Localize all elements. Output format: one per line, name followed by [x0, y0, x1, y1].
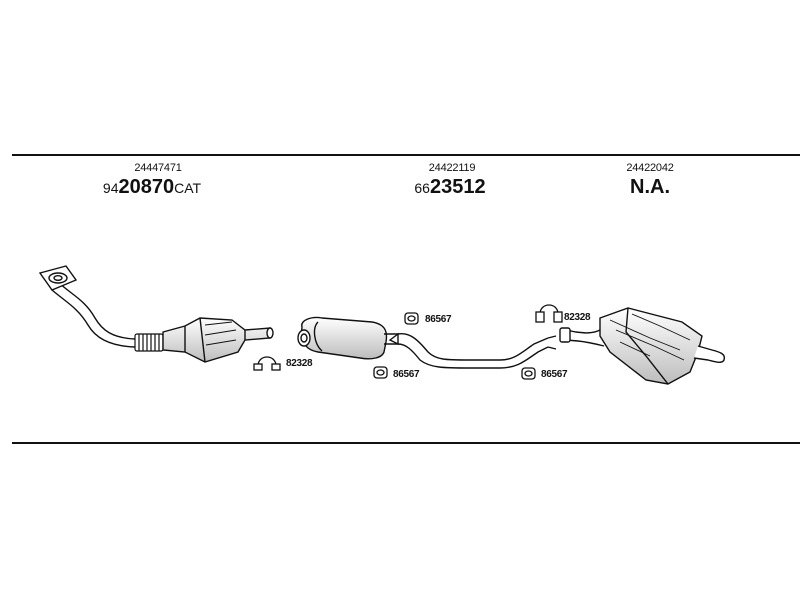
clamp-icon-a: [253, 356, 281, 371]
oe-number-middle-silencer: 24422119: [428, 162, 476, 174]
part-number-suffix: CAT: [174, 180, 202, 196]
intermediate-pipe: [388, 332, 557, 369]
oe-number-rear-silencer: 24422042: [626, 162, 674, 174]
catalytic-converter: [162, 317, 274, 363]
rear-silencer: [559, 307, 726, 385]
gasket-label-a: 86567: [425, 314, 452, 325]
part-number-main: 20870: [118, 176, 175, 198]
part-number-prefix: 66: [414, 180, 430, 196]
part-number-middle-silencer: 6623512: [414, 177, 485, 197]
clamp-icon-b: [535, 304, 563, 323]
part-number-catalytic-converter: 9420870CAT: [103, 177, 201, 197]
part-number-main: 23512: [429, 176, 486, 198]
front-pipe-flange: [38, 265, 78, 291]
oe-number-catalytic-converter: 24447471: [134, 162, 182, 174]
clamp-label-a: 82328: [286, 358, 313, 369]
gasket-label-c: 86567: [541, 369, 568, 380]
top-divider: [12, 154, 800, 156]
middle-silencer: [297, 316, 398, 360]
gasket-icon-c: [521, 367, 536, 380]
gasket-icon-b: [373, 366, 388, 379]
gasket-label-b: 86567: [393, 369, 420, 380]
part-number-prefix: 94: [102, 180, 119, 196]
bottom-divider: [12, 442, 800, 444]
flexible-joint: [134, 333, 164, 352]
front-pipe: [51, 281, 161, 348]
clamp-label-b: 82328: [564, 312, 591, 323]
gasket-icon-a: [404, 312, 419, 325]
part-number-rear-silencer: N.A.: [630, 176, 670, 198]
